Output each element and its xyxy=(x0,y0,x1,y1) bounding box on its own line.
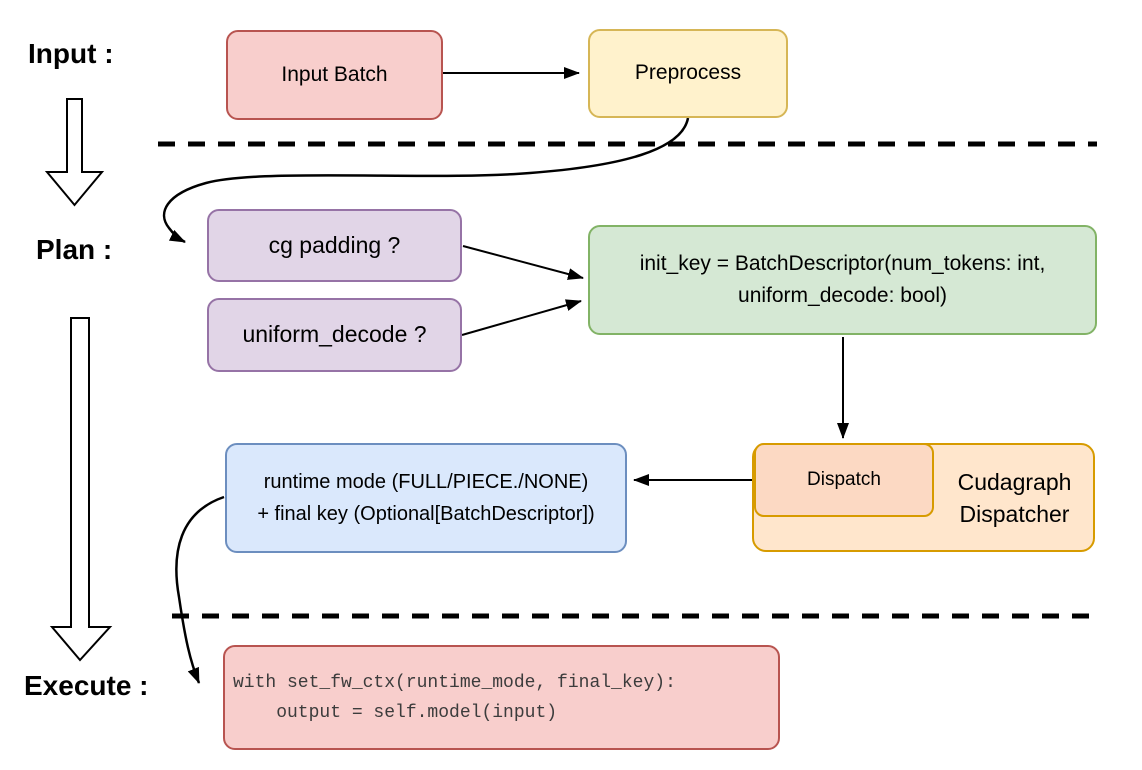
stage-label-input: Input : xyxy=(28,38,114,69)
node-uniform-decode: uniform_decode ? xyxy=(207,298,462,372)
arrow-runtime-mode-to-execute-code xyxy=(175,495,225,684)
node-execute-code: with set_fw_ctx(runtime_mode, final_key)… xyxy=(223,645,780,750)
node-preprocess-label: Preprocess xyxy=(634,61,742,85)
execute-code-line2: output = self.model(input) xyxy=(233,702,558,723)
node-input-batch-label: Input Batch xyxy=(281,62,388,86)
node-init-key-line1: init_key = BatchDescriptor(num_tokens: i… xyxy=(639,252,1046,275)
arrow-preprocess-to-cg-padding xyxy=(162,117,690,244)
node-preprocess: Preprocess xyxy=(588,29,788,118)
stage-arrow-input-to-plan-icon xyxy=(44,98,105,207)
stage-arrow-plan-to-execute-icon xyxy=(49,317,113,662)
cudagraph-label-line2: Dispatcher xyxy=(959,500,1070,527)
node-runtime-mode-line2: + final key (Optional[BatchDescriptor]) xyxy=(257,503,595,525)
node-init-key: init_key = BatchDescriptor(num_tokens: i… xyxy=(588,225,1097,335)
node-cg-padding-label: cg padding ? xyxy=(268,231,401,258)
execute-code-line1: with set_fw_ctx(runtime_mode, final_key)… xyxy=(233,672,676,693)
node-dispatch-label: Dispatch xyxy=(807,469,881,491)
node-init-key-line2: uniform_decode: bool) xyxy=(738,284,947,307)
node-cudagraph-dispatcher-label: Cudagraph Dispatcher xyxy=(934,443,1095,552)
stage-label-execute: Execute : xyxy=(24,670,149,701)
node-cg-padding: cg padding ? xyxy=(207,209,462,282)
arrow-cg-padding-to-init-key xyxy=(462,245,584,280)
arrow-uniform-decode-to-init-key xyxy=(461,299,582,336)
node-input-batch: Input Batch xyxy=(226,30,443,120)
stage-label-plan: Plan : xyxy=(36,234,113,265)
node-runtime-mode: runtime mode (FULL/PIECE./NONE) + final … xyxy=(225,443,627,553)
node-uniform-decode-label: uniform_decode ? xyxy=(242,321,427,348)
cudagraph-label-line1: Cudagraph xyxy=(957,468,1072,495)
node-dispatch: Dispatch xyxy=(754,443,934,517)
node-runtime-mode-line1: runtime mode (FULL/PIECE./NONE) xyxy=(263,471,589,493)
